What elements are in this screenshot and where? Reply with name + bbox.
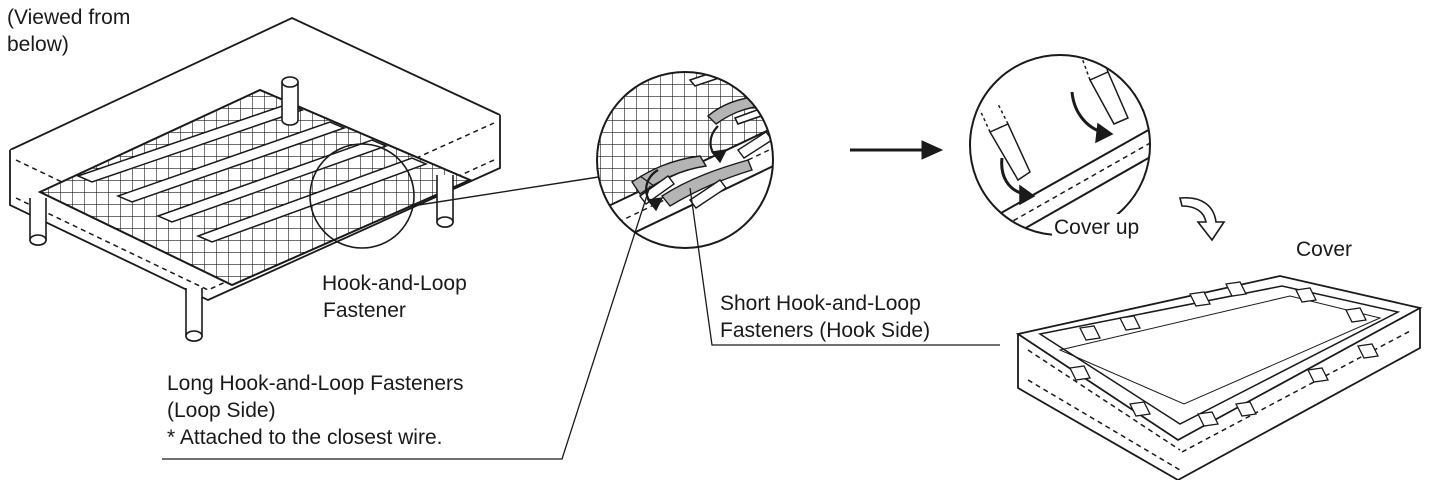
cover-up-label: Cover up — [1052, 214, 1142, 241]
long-fasteners-label: Long Hook-and-Loop Fasteners (Loop Side)… — [167, 370, 464, 451]
strap-tab — [1088, 71, 1129, 125]
label-line: Fastener — [323, 299, 406, 322]
detail-connector-line — [411, 175, 606, 207]
cover-up-detail — [969, 54, 1226, 242]
hook-and-loop-fastener-label: Hook-and-Loop Fastener — [322, 270, 467, 324]
viewed-from-below-label: (Viewed from below) — [7, 4, 130, 58]
detail-highlight-circle — [309, 143, 415, 249]
legs — [29, 76, 454, 342]
bed-cover — [1015, 275, 1423, 480]
short-fasteners-label: Short Hook-and-Loop Fasteners (Hook Side… — [720, 290, 930, 344]
label-line: Short Hook-and-Loop — [720, 292, 921, 315]
cover-strap-tabs — [1069, 281, 1379, 427]
label-line: Hook-and-Loop — [322, 272, 467, 295]
bed-base-underside — [9, 17, 606, 342]
label-line: Long Hook-and-Loop Fasteners — [167, 372, 464, 395]
label-line: Fasteners (Hook Side) — [720, 319, 931, 342]
label-line: below) — [7, 33, 69, 56]
label-line: Cover — [1296, 238, 1353, 261]
flip-arrow — [1178, 197, 1226, 242]
leader-long-fasteners-2 — [639, 175, 655, 187]
label-line: Cover up — [1054, 216, 1140, 239]
label-line: (Viewed from — [7, 6, 131, 29]
leader-long-fasteners — [162, 185, 651, 460]
next-step-arrow — [850, 140, 944, 160]
support-slats — [75, 103, 429, 243]
label-line: * Attached to the closest wire. — [167, 426, 443, 449]
cover-label: Cover — [1296, 236, 1352, 263]
magnify-circle — [596, 71, 774, 249]
frame-back-edge — [9, 17, 501, 151]
strap-tab — [988, 123, 1031, 182]
leader-short-fasteners — [689, 187, 1000, 346]
label-line: (Loop Side) — [167, 399, 276, 422]
cover-side — [1017, 308, 1421, 480]
